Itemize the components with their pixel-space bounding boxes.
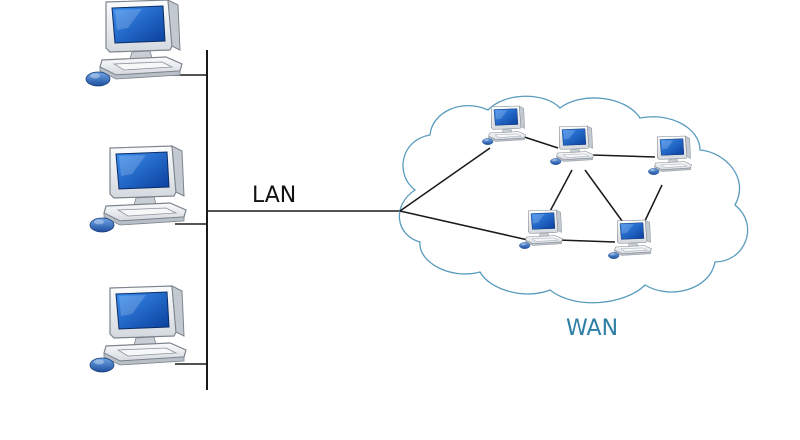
wan-link-line [547, 169, 573, 216]
lan-label: LAN [252, 183, 296, 208]
wan-link-line [584, 169, 626, 226]
wan-link-line [591, 154, 656, 158]
lan-computer-3-icon [89, 285, 187, 373]
wan-link-line [399, 210, 529, 241]
wan-link-line [399, 147, 491, 212]
lan-computer-2-icon [89, 145, 187, 233]
wan-links [399, 132, 663, 243]
wan-label: WAN [566, 316, 618, 341]
wan-link-line [642, 184, 663, 226]
wan-link-line [557, 239, 616, 243]
lan-computer-1-icon [85, 0, 183, 87]
